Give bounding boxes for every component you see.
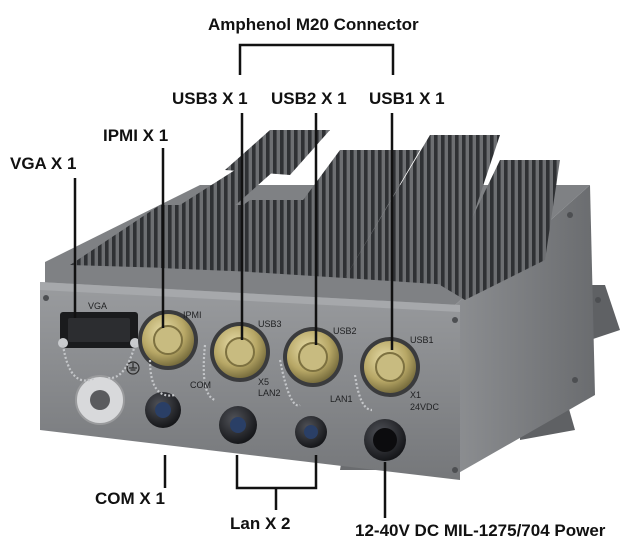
label-usb2: USB2 X 1 <box>271 89 347 108</box>
usb3-connector <box>210 322 270 382</box>
vga-connector <box>58 312 140 348</box>
print-ipmi: IPMI <box>183 310 202 320</box>
print-vga: VGA <box>88 301 107 311</box>
com-connector <box>145 392 181 428</box>
power-connector <box>364 419 406 461</box>
print-com: COM <box>190 380 211 390</box>
label-usb3: USB3 X 1 <box>172 89 248 108</box>
amphenol-bracket <box>238 43 395 75</box>
ground-lug <box>75 375 125 425</box>
label-amphenol-connector: Amphenol M20 Connector <box>208 15 419 34</box>
label-power: 12-40V DC MIL-1275/704 Power <box>355 521 606 540</box>
label-ipmi: IPMI X 1 <box>103 126 169 145</box>
callout-lines <box>73 43 395 518</box>
print-usb1: USB1 <box>410 335 434 345</box>
print-x1: X1 <box>410 390 421 400</box>
heatsink-fins <box>70 130 560 300</box>
print-24vdc: 24VDC <box>410 402 440 412</box>
lan1-connector <box>295 416 327 448</box>
print-usb2: USB2 <box>333 326 357 336</box>
ipmi-connector <box>138 310 198 370</box>
lan2-connector <box>219 406 257 444</box>
ground-symbol-icon <box>126 361 140 375</box>
print-x5: X5 <box>258 377 269 387</box>
usb1-connector <box>360 337 420 397</box>
chassis-screws <box>43 212 601 473</box>
usb2-connector <box>283 327 343 387</box>
print-lan2: LAN2 <box>258 388 281 398</box>
label-com: COM X 1 <box>95 489 165 508</box>
dust-cap-chains <box>61 344 373 412</box>
label-usb1: USB1 X 1 <box>369 89 445 108</box>
chassis-side <box>455 185 595 475</box>
print-usb3: USB3 <box>258 319 282 329</box>
print-lan1: LAN1 <box>330 394 353 404</box>
label-vga: VGA X 1 <box>10 154 77 173</box>
label-lan: Lan X 2 <box>230 514 291 533</box>
